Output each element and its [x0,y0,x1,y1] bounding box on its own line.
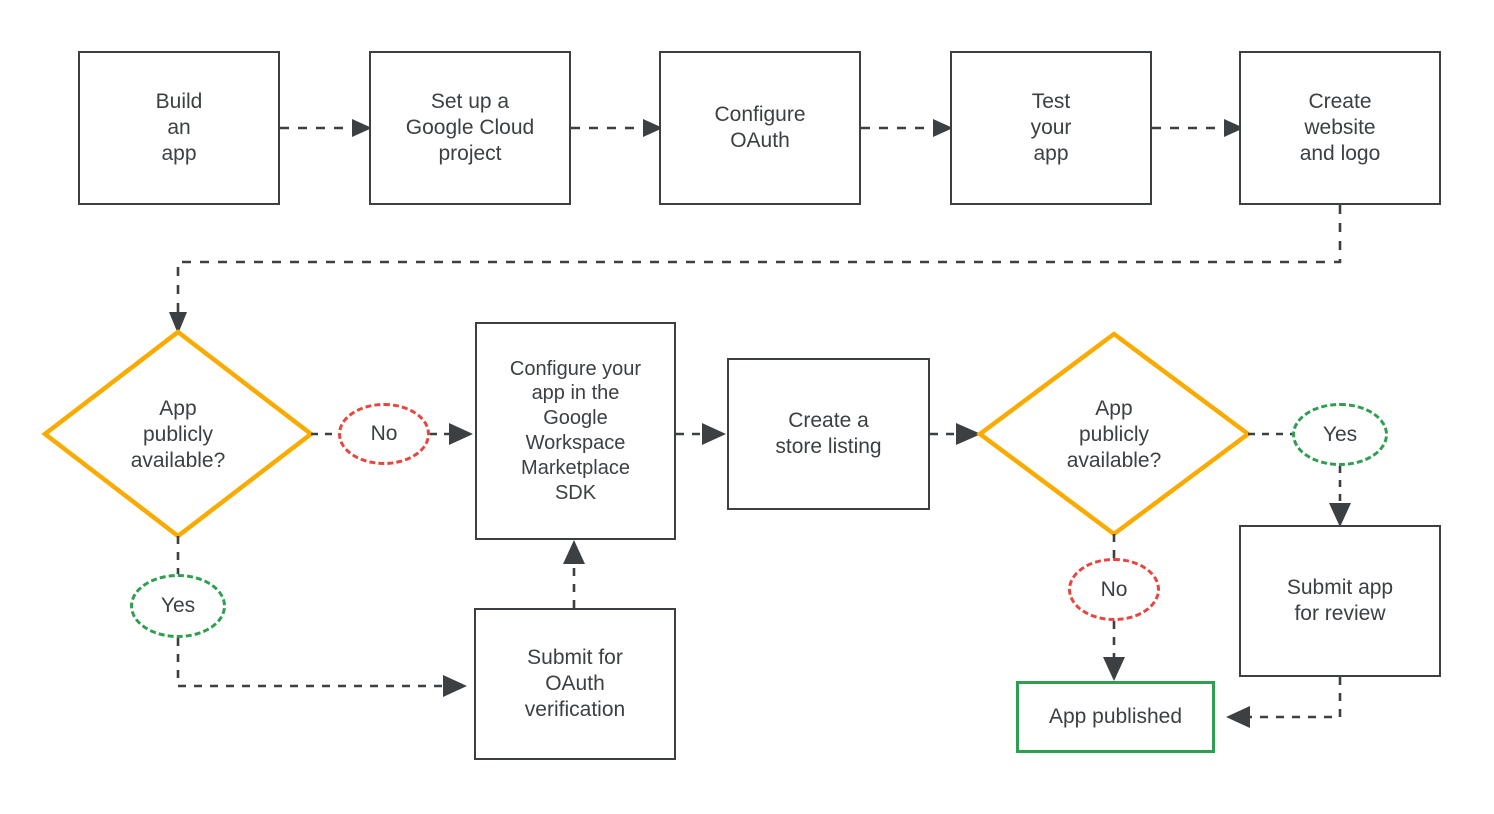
node-decision-left[interactable]: App publicly available? [88,370,268,500]
node-configure-oauth[interactable]: Configure OAuth [659,51,861,205]
node-build-app[interactable]: Build an app [78,51,280,205]
arrowhead-oauth-verification [443,675,467,697]
node-submit-review[interactable]: Submit app for review [1239,525,1441,677]
node-create-website-logo-label: Create website and logo [1299,89,1381,166]
node-build-app-label: Build an app [155,89,203,166]
edge-website-to-decision-left [176,205,1342,312]
arrowhead-decision-left-top [169,312,187,334]
edge-yes-to-oauth-verification [176,638,443,688]
edge-label-right-yes-text: Yes [1322,422,1358,446]
node-gcp-project[interactable]: Set up a Google Cloud project [369,51,571,205]
node-oauth-verification[interactable]: Submit for OAuth verification [474,608,676,760]
arrowhead-apppublished-top [1103,657,1125,681]
node-app-published[interactable]: App published [1016,681,1215,753]
arrowhead-sdk-left [449,423,473,445]
edge-submitreview-to-apppublished [1250,677,1342,719]
node-configure-oauth-label: Configure OAuth [714,102,806,152]
node-create-website-logo[interactable]: Create website and logo [1239,51,1441,205]
node-submit-review-label: Submit app for review [1286,575,1394,625]
edge-label-left-no: No [338,403,430,465]
node-app-published-label: App published [1048,704,1183,728]
node-oauth-verification-label: Submit for OAuth verification [524,645,626,722]
arrowhead-apppublished-right [1226,706,1250,728]
node-configure-sdk-label: Configure your app in the Google Workspa… [509,357,642,504]
edge-label-right-no: No [1068,558,1160,621]
node-test-app[interactable]: Test your app [950,51,1152,205]
node-store-listing[interactable]: Create a store listing [727,358,930,510]
node-gcp-project-label: Set up a Google Cloud project [405,89,535,166]
arrowhead-decision-right [956,423,981,445]
edge-label-right-no-text: No [1100,577,1128,601]
arrowhead-storelisting [702,423,726,445]
node-configure-sdk[interactable]: Configure your app in the Google Workspa… [475,322,676,540]
node-decision-right-label: App publicly available? [1066,396,1162,473]
arrowhead-submitreview [1329,503,1351,527]
node-store-listing-label: Create a store listing [775,408,882,458]
node-decision-right[interactable]: App publicly available? [1024,370,1204,500]
node-test-app-label: Test your app [1030,89,1072,166]
edge-label-left-no-text: No [370,422,398,445]
arrowhead-sdk-bottom [563,540,585,564]
edge-label-left-yes: Yes [130,574,226,638]
edge-label-left-yes-text: Yes [160,594,196,617]
node-decision-left-label: App publicly available? [130,396,226,473]
edge-label-right-yes: Yes [1292,403,1388,466]
